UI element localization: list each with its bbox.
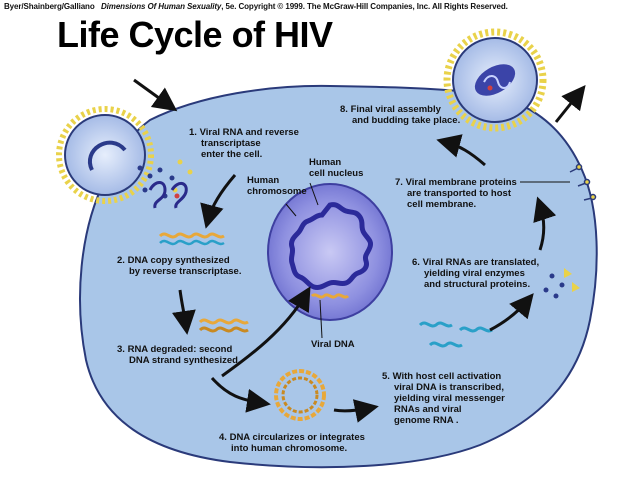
exit-arrow bbox=[556, 92, 580, 122]
step-6: 6. Viral RNAs are translated, yielding v… bbox=[412, 257, 539, 290]
label-human-cell-nucleus: Human cell nucleus bbox=[309, 157, 363, 179]
integrated-viral-dna bbox=[312, 295, 348, 297]
entering-virus bbox=[59, 109, 151, 201]
label-human-chromosome: Human chromosome bbox=[247, 175, 307, 197]
label-viral-dna: Viral DNA bbox=[311, 339, 355, 350]
step-3: 3. RNA degraded: second DNA strand synth… bbox=[117, 344, 241, 366]
step-4: 4. DNA circularizes or integrates into h… bbox=[219, 432, 365, 454]
step-7: 7. Viral membrane proteins are transport… bbox=[395, 177, 517, 210]
entry-arrow bbox=[134, 80, 170, 106]
step-8: 8. Final viral assembly and budding take… bbox=[340, 104, 460, 126]
step-5: 5. With host cell activation viral DNA i… bbox=[382, 371, 505, 426]
step-1: 1. Viral RNA and reverse transcriptase e… bbox=[189, 127, 299, 160]
step-2: 2. DNA copy synthesized by reverse trans… bbox=[117, 255, 241, 277]
